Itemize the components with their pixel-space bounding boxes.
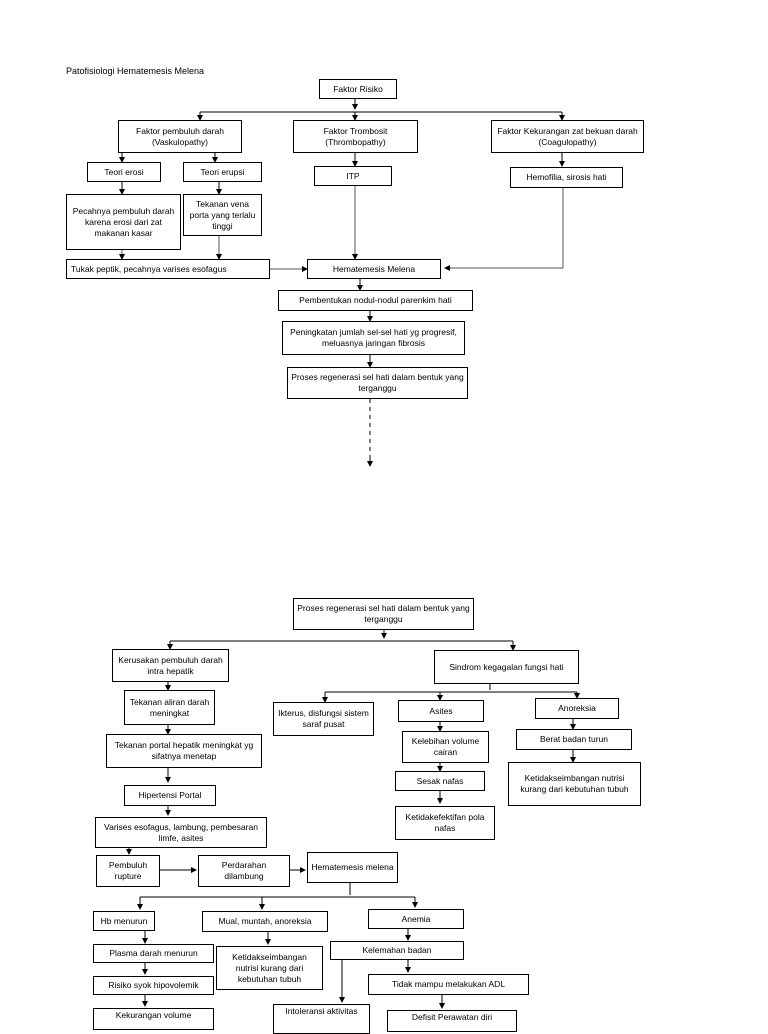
node-sindrom-kegagalan-fungsi-hati: Sindrom kegagalan fungsi hati	[434, 650, 579, 684]
node-tekanan-portal-hepatik: Tekanan portal hepatik meningkat yg sifa…	[106, 734, 262, 768]
node-ketidakseimbangan-nutrisi-1: Ketidakseimbangan nutrisi kurang dari ke…	[508, 762, 641, 806]
node-kelebihan-volume-cairan: Kelebihan volume cairan	[402, 731, 489, 763]
node-sesak-nafas: Sesak nafas	[395, 771, 485, 791]
node-faktor-trombosit: Faktor Trombosit (Thrombopathy)	[293, 120, 418, 153]
node-pembuluh-rupture: Pembuluh rupture	[96, 855, 160, 887]
node-faktor-kekurangan-zat-bekuan: Faktor Kekurangan zat bekuan darah (Coag…	[491, 120, 644, 153]
node-teori-erupsi: Teori erupsi	[183, 162, 262, 182]
node-hemofilia-sirosis-hati: Hemofilia, sirosis hati	[510, 167, 623, 188]
node-plasma-darah-menurun: Plasma darah menurun	[93, 944, 214, 963]
node-hb-menurun: Hb menurun	[93, 911, 155, 931]
node-pecahnya-pembuluh-darah: Pecahnya pembuluh darah karena erosi dar…	[66, 194, 181, 250]
node-ketidakseimbangan-nutrisi-2: Ketidakseimbangan nutrisi kurang dari ke…	[216, 946, 323, 990]
node-risiko-syok-hipovolemik: Risiko syok hipovolemik	[93, 976, 214, 995]
node-peningkatan-sel-hati: Peningkatan jumlah sel-sel hati yg progr…	[282, 321, 465, 355]
node-tekanan-aliran-darah: Tekanan aliran darah meningkat	[124, 690, 215, 725]
node-berat-badan-turun: Berat badan turun	[516, 729, 632, 750]
node-ikterus: Ikterus, disfungsi sistem saraf pusat	[273, 702, 374, 736]
node-kekurangan-volume: Kekurangan volume	[93, 1008, 214, 1030]
node-tukak-peptik: Tukak peptik, pecahnya varises esofagus	[66, 259, 270, 279]
node-anoreksia: Anoreksia	[535, 698, 619, 719]
node-faktor-risiko: Faktor Risiko	[319, 79, 397, 99]
node-pembentukan-nodul: Pembentukan nodul-nodul parenkim hati	[278, 290, 473, 311]
node-varises-esofagus: Varises esofagus, lambung, pembesaran li…	[95, 817, 267, 848]
diagram-title: Patofisiologi Hematemesis Melena	[66, 66, 205, 76]
node-faktor-pembuluh-darah: Faktor pembuluh darah (Vaskulopathy)	[118, 120, 242, 153]
node-tidak-mampu-adl: Tidak mampu melakukan ADL	[368, 974, 529, 995]
node-proses-regenerasi-top: Proses regenerasi sel hati dalam bentuk …	[287, 367, 468, 399]
node-itp: ITP	[314, 166, 392, 186]
node-ketidakefektifan-pola-nafas: Ketidakefektifan pola nafas	[395, 806, 495, 840]
node-perdarahan-dilambung: Perdarahan dilambung	[198, 855, 290, 887]
node-kerusakan-pembuluh-darah: Kerusakan pembuluh darah intra hepatik	[112, 649, 229, 682]
node-kelemahan-badan: Kelemahan badan	[330, 941, 464, 960]
node-tekanan-vena-porta: Tekanan vena porta yang terlalu tinggi	[183, 194, 262, 236]
node-asites: Asites	[398, 700, 484, 722]
node-hipertensi-portal: Hipertensi Portal	[124, 785, 216, 806]
node-intoleransi-aktivitas: Intoleransi aktivitas	[273, 1004, 370, 1034]
node-teori-erosi: Teori erosi	[87, 162, 161, 182]
node-anemia: Anemia	[368, 909, 464, 929]
node-hematemesis-melena-top: Hematemesis Melena	[307, 259, 441, 279]
node-mual-muntah-anoreksia: Mual, muntah, anoreksia	[202, 911, 328, 932]
node-defisit-perawatan-diri: Defisit Perawatan diri	[387, 1010, 517, 1032]
node-hematemesis-melena-bottom: Hematemesis melena	[307, 852, 398, 883]
node-proses-regenerasi-bottom: Proses regenerasi sel hati dalam bentuk …	[293, 598, 474, 630]
